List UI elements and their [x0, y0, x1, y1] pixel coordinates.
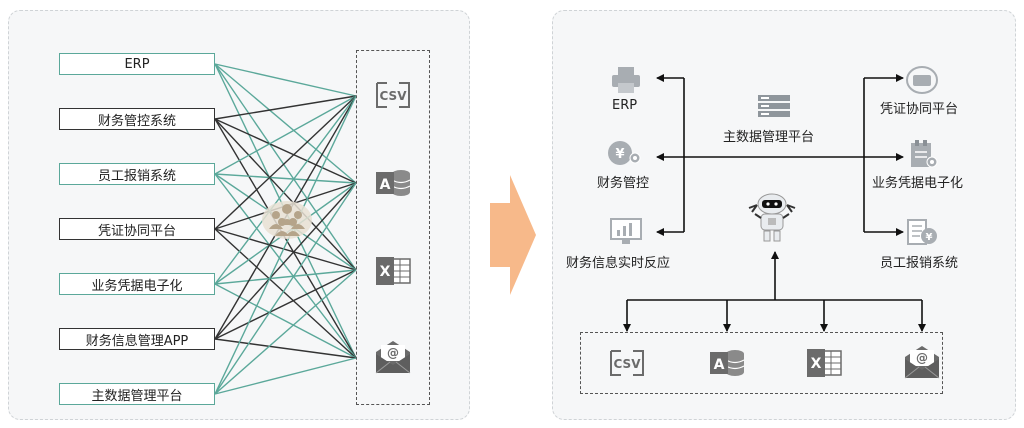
excel-icon: X — [807, 349, 842, 377]
connection-line — [214, 338, 357, 359]
system-box-expense: 员工报销系统 — [59, 163, 215, 185]
printer-icon — [612, 67, 640, 93]
connection-line — [214, 269, 357, 340]
email-icon: @ — [904, 346, 940, 379]
connection-line — [214, 182, 357, 395]
connection-line — [214, 95, 357, 120]
file-format-column — [356, 50, 430, 405]
connection-line — [214, 63, 357, 97]
right-item-erp: ERP — [612, 98, 638, 113]
monitor-chart-icon — [610, 218, 642, 244]
svg-text:A: A — [380, 177, 391, 193]
document-gear-icon — [911, 140, 938, 168]
svg-text:@: @ — [387, 346, 399, 360]
transition-arrow-icon — [490, 175, 536, 295]
svg-text:¥: ¥ — [926, 232, 933, 243]
system-box-voucher: 凭证协同平台 — [59, 218, 215, 240]
voucher-icon — [906, 66, 938, 94]
right-item-realtime: 财务信息实时反应 — [566, 256, 671, 271]
svg-text:X: X — [811, 356, 822, 372]
finance-gear-icon: ¥ — [608, 141, 641, 165]
system-box-finance-control: 财务管控系统 — [59, 108, 215, 130]
svg-text:@: @ — [916, 351, 928, 365]
right-center-label: 主数据管理平台 — [723, 130, 815, 145]
system-box-master-data: 主数据管理平台 — [59, 383, 215, 405]
right-item-voucher: 凭证协同平台 — [880, 102, 959, 117]
connection-line — [214, 228, 357, 271]
email-icon: @ — [375, 341, 411, 374]
excel-icon: X — [376, 257, 411, 285]
server-icon — [758, 95, 790, 117]
connection-line — [214, 95, 357, 285]
csv-icon: CSV — [610, 350, 644, 376]
right-item-digitization: 业务凭据电子化 — [872, 176, 964, 191]
connection-line — [214, 357, 357, 395]
connection-line — [214, 173, 357, 184]
right-item-finance-control: 财务管控 — [597, 176, 650, 191]
connection-line — [214, 63, 357, 184]
connection-line — [214, 173, 357, 359]
connection-line — [214, 118, 357, 271]
access-icon: A — [710, 350, 745, 376]
connection-line — [214, 269, 357, 395]
file-format-row — [580, 332, 943, 394]
system-box-finance-app: 财务信息管理APP — [59, 328, 215, 350]
connection-line — [214, 182, 357, 340]
svg-text:X: X — [380, 264, 391, 280]
people-group-icon — [262, 201, 312, 239]
csv-icon: CSV — [376, 82, 410, 108]
access-icon: A — [376, 170, 411, 196]
svg-text:CSV: CSV — [614, 357, 642, 371]
system-box-digitization: 业务凭据电子化 — [59, 273, 215, 295]
svg-text:¥: ¥ — [615, 147, 624, 162]
connection-line — [214, 269, 357, 285]
robot-icon — [748, 193, 796, 242]
svg-text:A: A — [714, 357, 725, 373]
svg-text:CSV: CSV — [380, 89, 408, 103]
connection-line — [214, 63, 357, 271]
connection-line — [214, 283, 357, 359]
connection-line — [214, 95, 357, 175]
system-box-erp: ERP — [59, 53, 215, 75]
connection-line — [214, 118, 357, 184]
connection-line — [214, 95, 357, 395]
expense-report-icon: ¥ — [907, 219, 937, 245]
connection-line — [214, 95, 357, 230]
connection-line — [214, 228, 357, 359]
right-item-expense: 员工报销系统 — [880, 256, 959, 271]
